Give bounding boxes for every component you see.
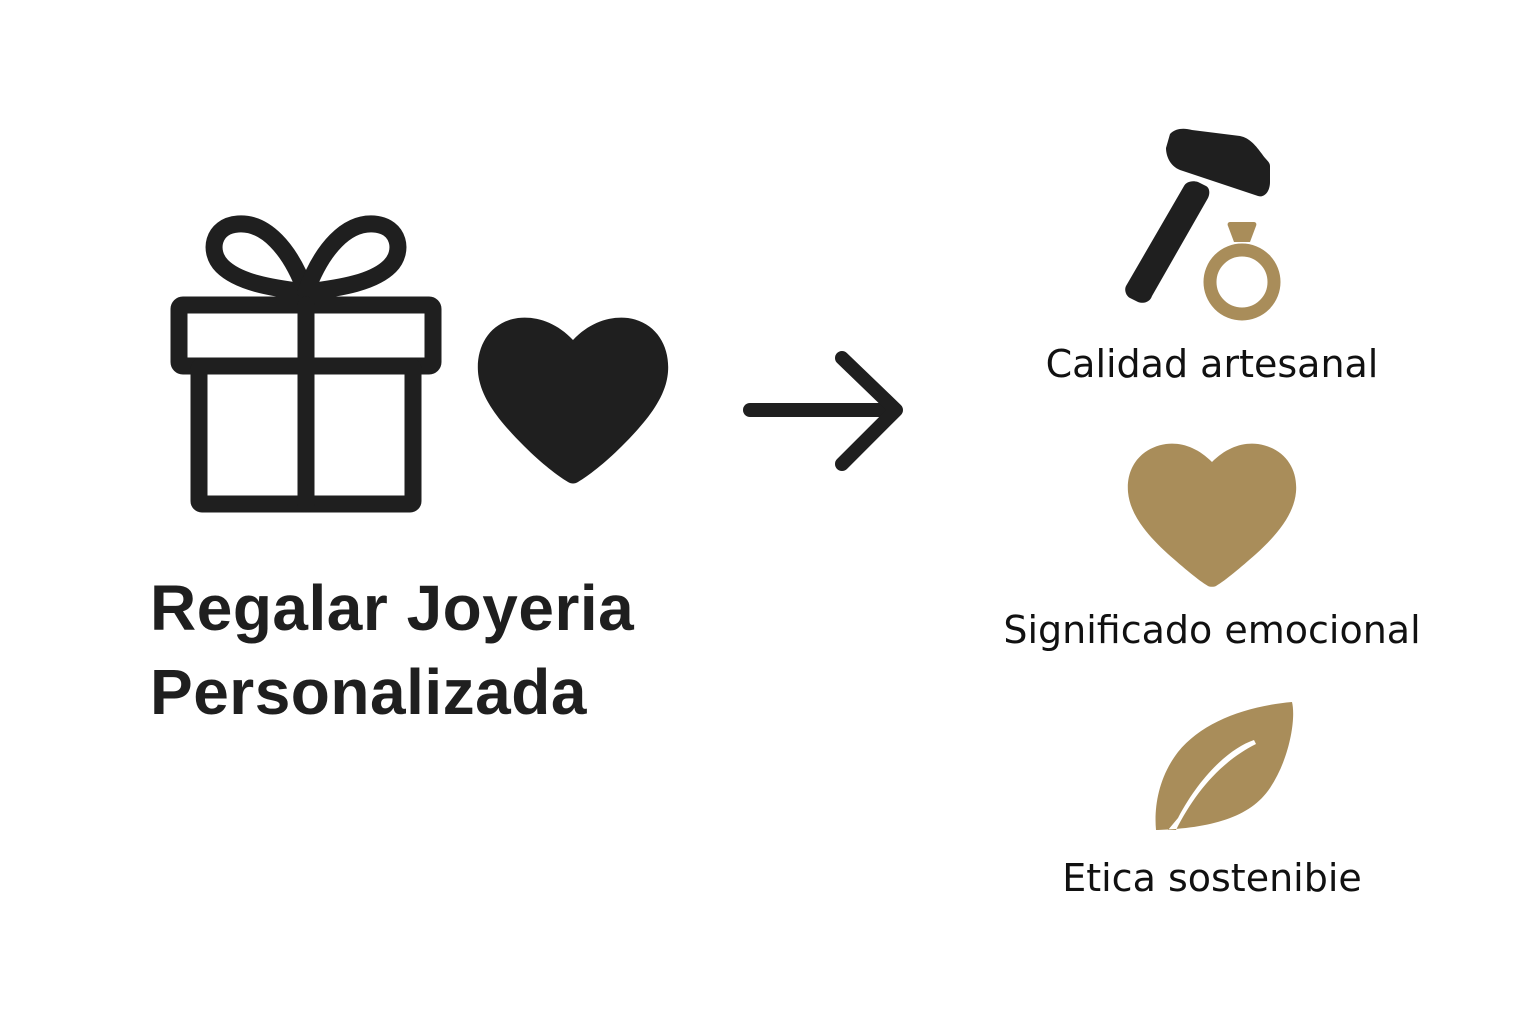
benefit-label-significado: Significado emocional bbox=[1003, 608, 1421, 652]
heart-icon bbox=[476, 314, 670, 484]
heart-icon bbox=[1126, 440, 1298, 588]
gift-icon bbox=[170, 208, 442, 513]
benefit-label-etica: Etica sostenibie bbox=[1062, 856, 1362, 900]
title-line-1: Regalar Joyeria bbox=[150, 572, 635, 644]
hammer-ring-icon bbox=[1120, 126, 1290, 326]
page-title: Regalar Joyeria Personalizada bbox=[150, 566, 750, 734]
title-line-2: Personalizada bbox=[150, 656, 587, 728]
arrow-right-icon bbox=[742, 350, 906, 474]
benefit-label-calidad: Calidad artesanal bbox=[1045, 342, 1379, 386]
leaf-icon bbox=[1150, 698, 1298, 834]
